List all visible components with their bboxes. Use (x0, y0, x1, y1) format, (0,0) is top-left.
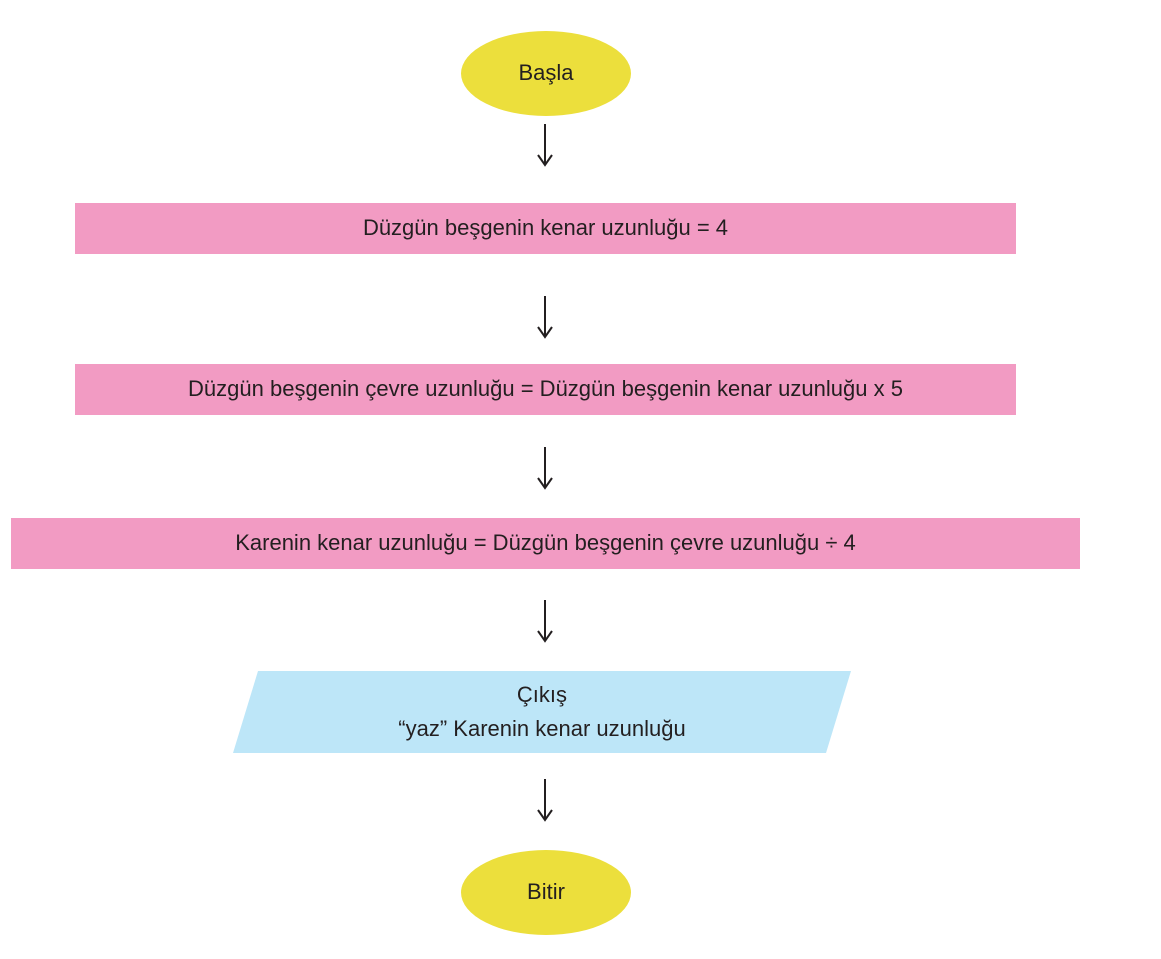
arrow-down-icon (537, 779, 553, 822)
arrow-down-icon (537, 447, 553, 490)
arrow-down-icon (537, 296, 553, 339)
process-step-2-label: Düzgün beşgenin çevre uzunluğu = Düzgün … (188, 376, 903, 402)
end-terminal: Bitir (461, 850, 631, 935)
start-label: Başla (518, 60, 574, 86)
start-terminal: Başla (461, 31, 631, 116)
output-title: Çıkış (516, 681, 568, 707)
process-step-1-label: Düzgün beşgenin kenar uzunluğu = 4 (362, 215, 729, 241)
process-step-3-label: Karenin kenar uzunluğu = Düzgün beşgenin… (235, 530, 856, 556)
process-step-3: Karenin kenar uzunluğu = Düzgün beşgenin… (11, 518, 1080, 569)
arrow-down-icon (537, 124, 553, 167)
process-step-2: Düzgün beşgenin çevre uzunluğu = Düzgün … (75, 364, 1016, 415)
output-io: Çıkış “yaz” Karenin kenar uzunluğu (233, 671, 851, 753)
end-label: Bitir (527, 879, 565, 905)
parallelogram-shape (233, 671, 851, 753)
arrow-down-icon (537, 600, 553, 643)
output-label: “yaz” Karenin kenar uzunluğu (398, 716, 686, 741)
process-step-1: Düzgün beşgenin kenar uzunluğu = 4 (75, 203, 1016, 254)
